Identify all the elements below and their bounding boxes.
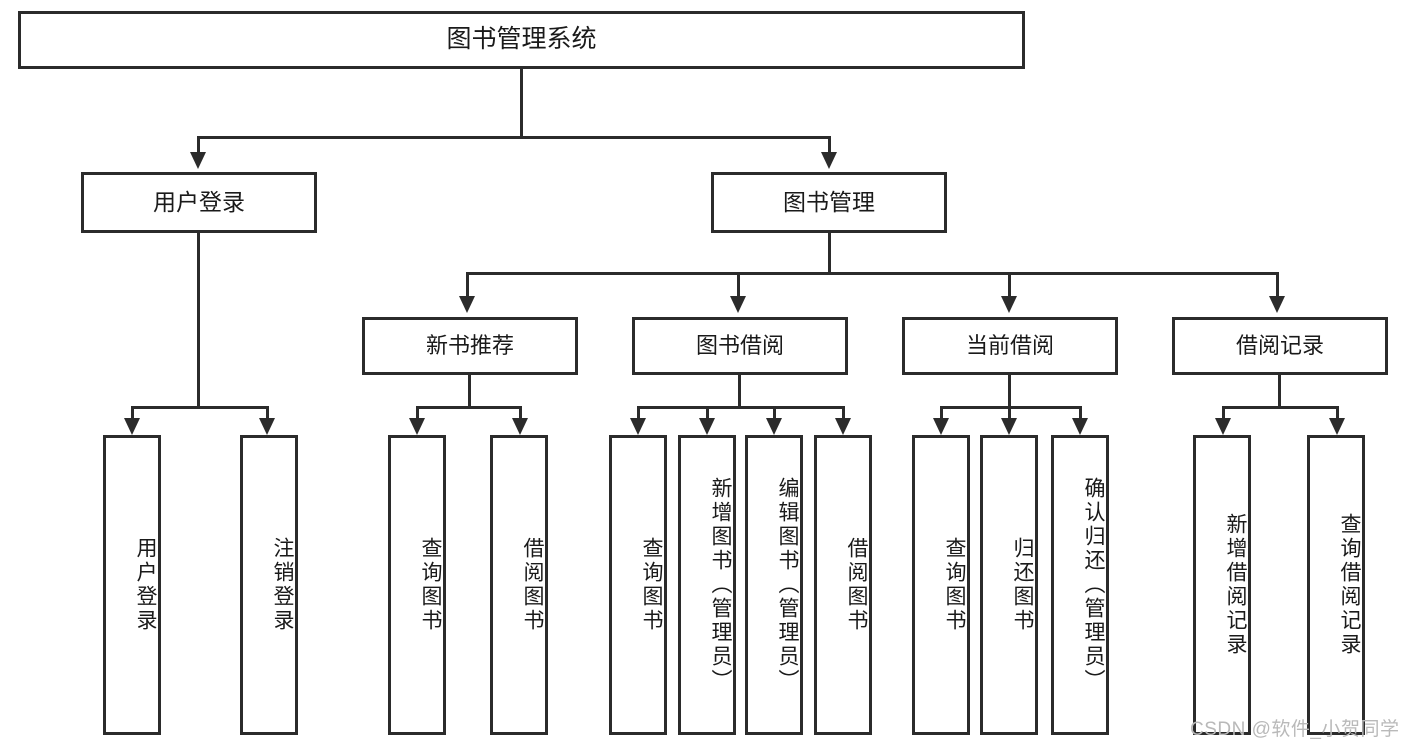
leaf-query-book-3[interactable]: 查询图书 xyxy=(912,435,970,735)
edge-cb-child-1 xyxy=(940,406,943,422)
arrowhead-icon xyxy=(1269,296,1285,313)
node-label: 借阅图书 xyxy=(845,537,868,633)
leaf-edit-book[interactable]: 编辑图书（管理员） xyxy=(745,435,803,735)
edge-root-stem xyxy=(520,69,523,136)
leaf-query-book-2[interactable]: 查询图书 xyxy=(609,435,667,735)
node-label: 当前借阅 xyxy=(965,333,1054,359)
node-label: 确认归还（管理员） xyxy=(1082,477,1105,693)
arrowhead-icon xyxy=(190,152,206,169)
node-label: 新书推荐 xyxy=(425,333,514,359)
node-book-management[interactable]: 图书管理 xyxy=(711,172,947,233)
edge-bb-stem xyxy=(738,375,741,406)
arrowhead-icon xyxy=(835,418,851,435)
node-label: 查询借阅记录 xyxy=(1338,513,1361,657)
edge-cb-stem xyxy=(1008,375,1011,406)
arrowhead-icon xyxy=(259,418,275,435)
node-label: 借阅记录 xyxy=(1235,333,1324,359)
edge-bm-child-2 xyxy=(737,272,740,300)
edge-cb-child-2 xyxy=(1008,406,1011,422)
arrowhead-icon xyxy=(1001,418,1017,435)
node-current-borrow[interactable]: 当前借阅 xyxy=(902,317,1118,375)
edge-nbr-child-2 xyxy=(519,406,522,422)
edge-br-stem xyxy=(1278,375,1281,406)
leaf-borrow-book-2[interactable]: 借阅图书 xyxy=(814,435,872,735)
node-label: 注销登录 xyxy=(271,537,294,633)
edge-bb-child-1 xyxy=(637,406,640,422)
edge-bb-bus xyxy=(637,406,845,409)
edge-nbr-stem xyxy=(468,375,471,406)
leaf-borrow-book-1[interactable]: 借阅图书 xyxy=(490,435,548,735)
arrowhead-icon xyxy=(1215,418,1231,435)
arrowhead-icon xyxy=(1329,418,1345,435)
edge-bm-child-3 xyxy=(1008,272,1011,300)
edge-nbr-child-1 xyxy=(416,406,419,422)
edge-user-login-child-2 xyxy=(266,406,269,422)
node-borrow-record[interactable]: 借阅记录 xyxy=(1172,317,1388,375)
edge-br-child-1 xyxy=(1222,406,1225,422)
leaf-query-book-1[interactable]: 查询图书 xyxy=(388,435,446,735)
node-root-system[interactable]: 图书管理系统 xyxy=(18,11,1025,69)
watermark-text: CSDN @软件_小贺同学 xyxy=(1190,719,1400,740)
node-label: 查询图书 xyxy=(943,537,966,633)
edge-book-management-bus xyxy=(466,272,1279,275)
arrowhead-icon xyxy=(409,418,425,435)
edge-bb-child-4 xyxy=(842,406,845,422)
edge-bm-child-4 xyxy=(1276,272,1279,300)
node-user-login[interactable]: 用户登录 xyxy=(81,172,317,233)
edge-root-bus xyxy=(197,136,831,139)
arrowhead-icon xyxy=(512,418,528,435)
leaf-add-book[interactable]: 新增图书（管理员） xyxy=(678,435,736,735)
leaf-return-book[interactable]: 归还图书 xyxy=(980,435,1038,735)
arrowhead-icon xyxy=(821,152,837,169)
edge-bb-child-3 xyxy=(773,406,776,422)
leaf-logout-login[interactable]: 注销登录 xyxy=(240,435,298,735)
edge-user-login-child-1 xyxy=(131,406,134,422)
edge-br-bus xyxy=(1222,406,1339,409)
arrowhead-icon xyxy=(730,296,746,313)
edge-to-user-login xyxy=(197,136,200,156)
node-label: 用户登录 xyxy=(134,537,157,633)
arrowhead-icon xyxy=(699,418,715,435)
edge-book-management-stem xyxy=(828,233,831,272)
node-label: 图书管理系统 xyxy=(446,25,597,54)
node-book-borrow[interactable]: 图书借阅 xyxy=(632,317,848,375)
node-label: 用户登录 xyxy=(153,189,245,216)
arrowhead-icon xyxy=(459,296,475,313)
arrowhead-icon xyxy=(1001,296,1017,313)
leaf-user-login[interactable]: 用户登录 xyxy=(103,435,161,735)
node-new-book-recommend[interactable]: 新书推荐 xyxy=(362,317,578,375)
arrowhead-icon xyxy=(766,418,782,435)
node-label: 新增借阅记录 xyxy=(1224,513,1247,657)
edge-to-book-management xyxy=(828,136,831,156)
arrowhead-icon xyxy=(630,418,646,435)
edge-user-login-stem xyxy=(197,233,200,406)
leaf-query-record[interactable]: 查询借阅记录 xyxy=(1307,435,1365,735)
node-label: 查询图书 xyxy=(419,537,442,633)
edge-bm-child-1 xyxy=(466,272,469,300)
leaf-add-record[interactable]: 新增借阅记录 xyxy=(1193,435,1251,735)
edge-bb-child-2 xyxy=(706,406,709,422)
edge-user-login-bus xyxy=(131,406,266,409)
node-label: 图书管理 xyxy=(783,189,875,216)
edge-cb-child-3 xyxy=(1079,406,1082,422)
node-label: 查询图书 xyxy=(640,537,663,633)
arrowhead-icon xyxy=(1072,418,1088,435)
leaf-confirm-return[interactable]: 确认归还（管理员） xyxy=(1051,435,1109,735)
node-label: 新增图书（管理员） xyxy=(709,477,732,693)
edge-nbr-bus xyxy=(416,406,522,409)
node-label: 归还图书 xyxy=(1011,537,1034,633)
arrowhead-icon xyxy=(933,418,949,435)
arrowhead-icon xyxy=(124,418,140,435)
node-label: 图书借阅 xyxy=(695,333,784,359)
node-label: 借阅图书 xyxy=(521,537,544,633)
edge-cb-bus xyxy=(940,406,1082,409)
edge-br-child-2 xyxy=(1336,406,1339,422)
node-label: 编辑图书（管理员） xyxy=(776,477,799,693)
